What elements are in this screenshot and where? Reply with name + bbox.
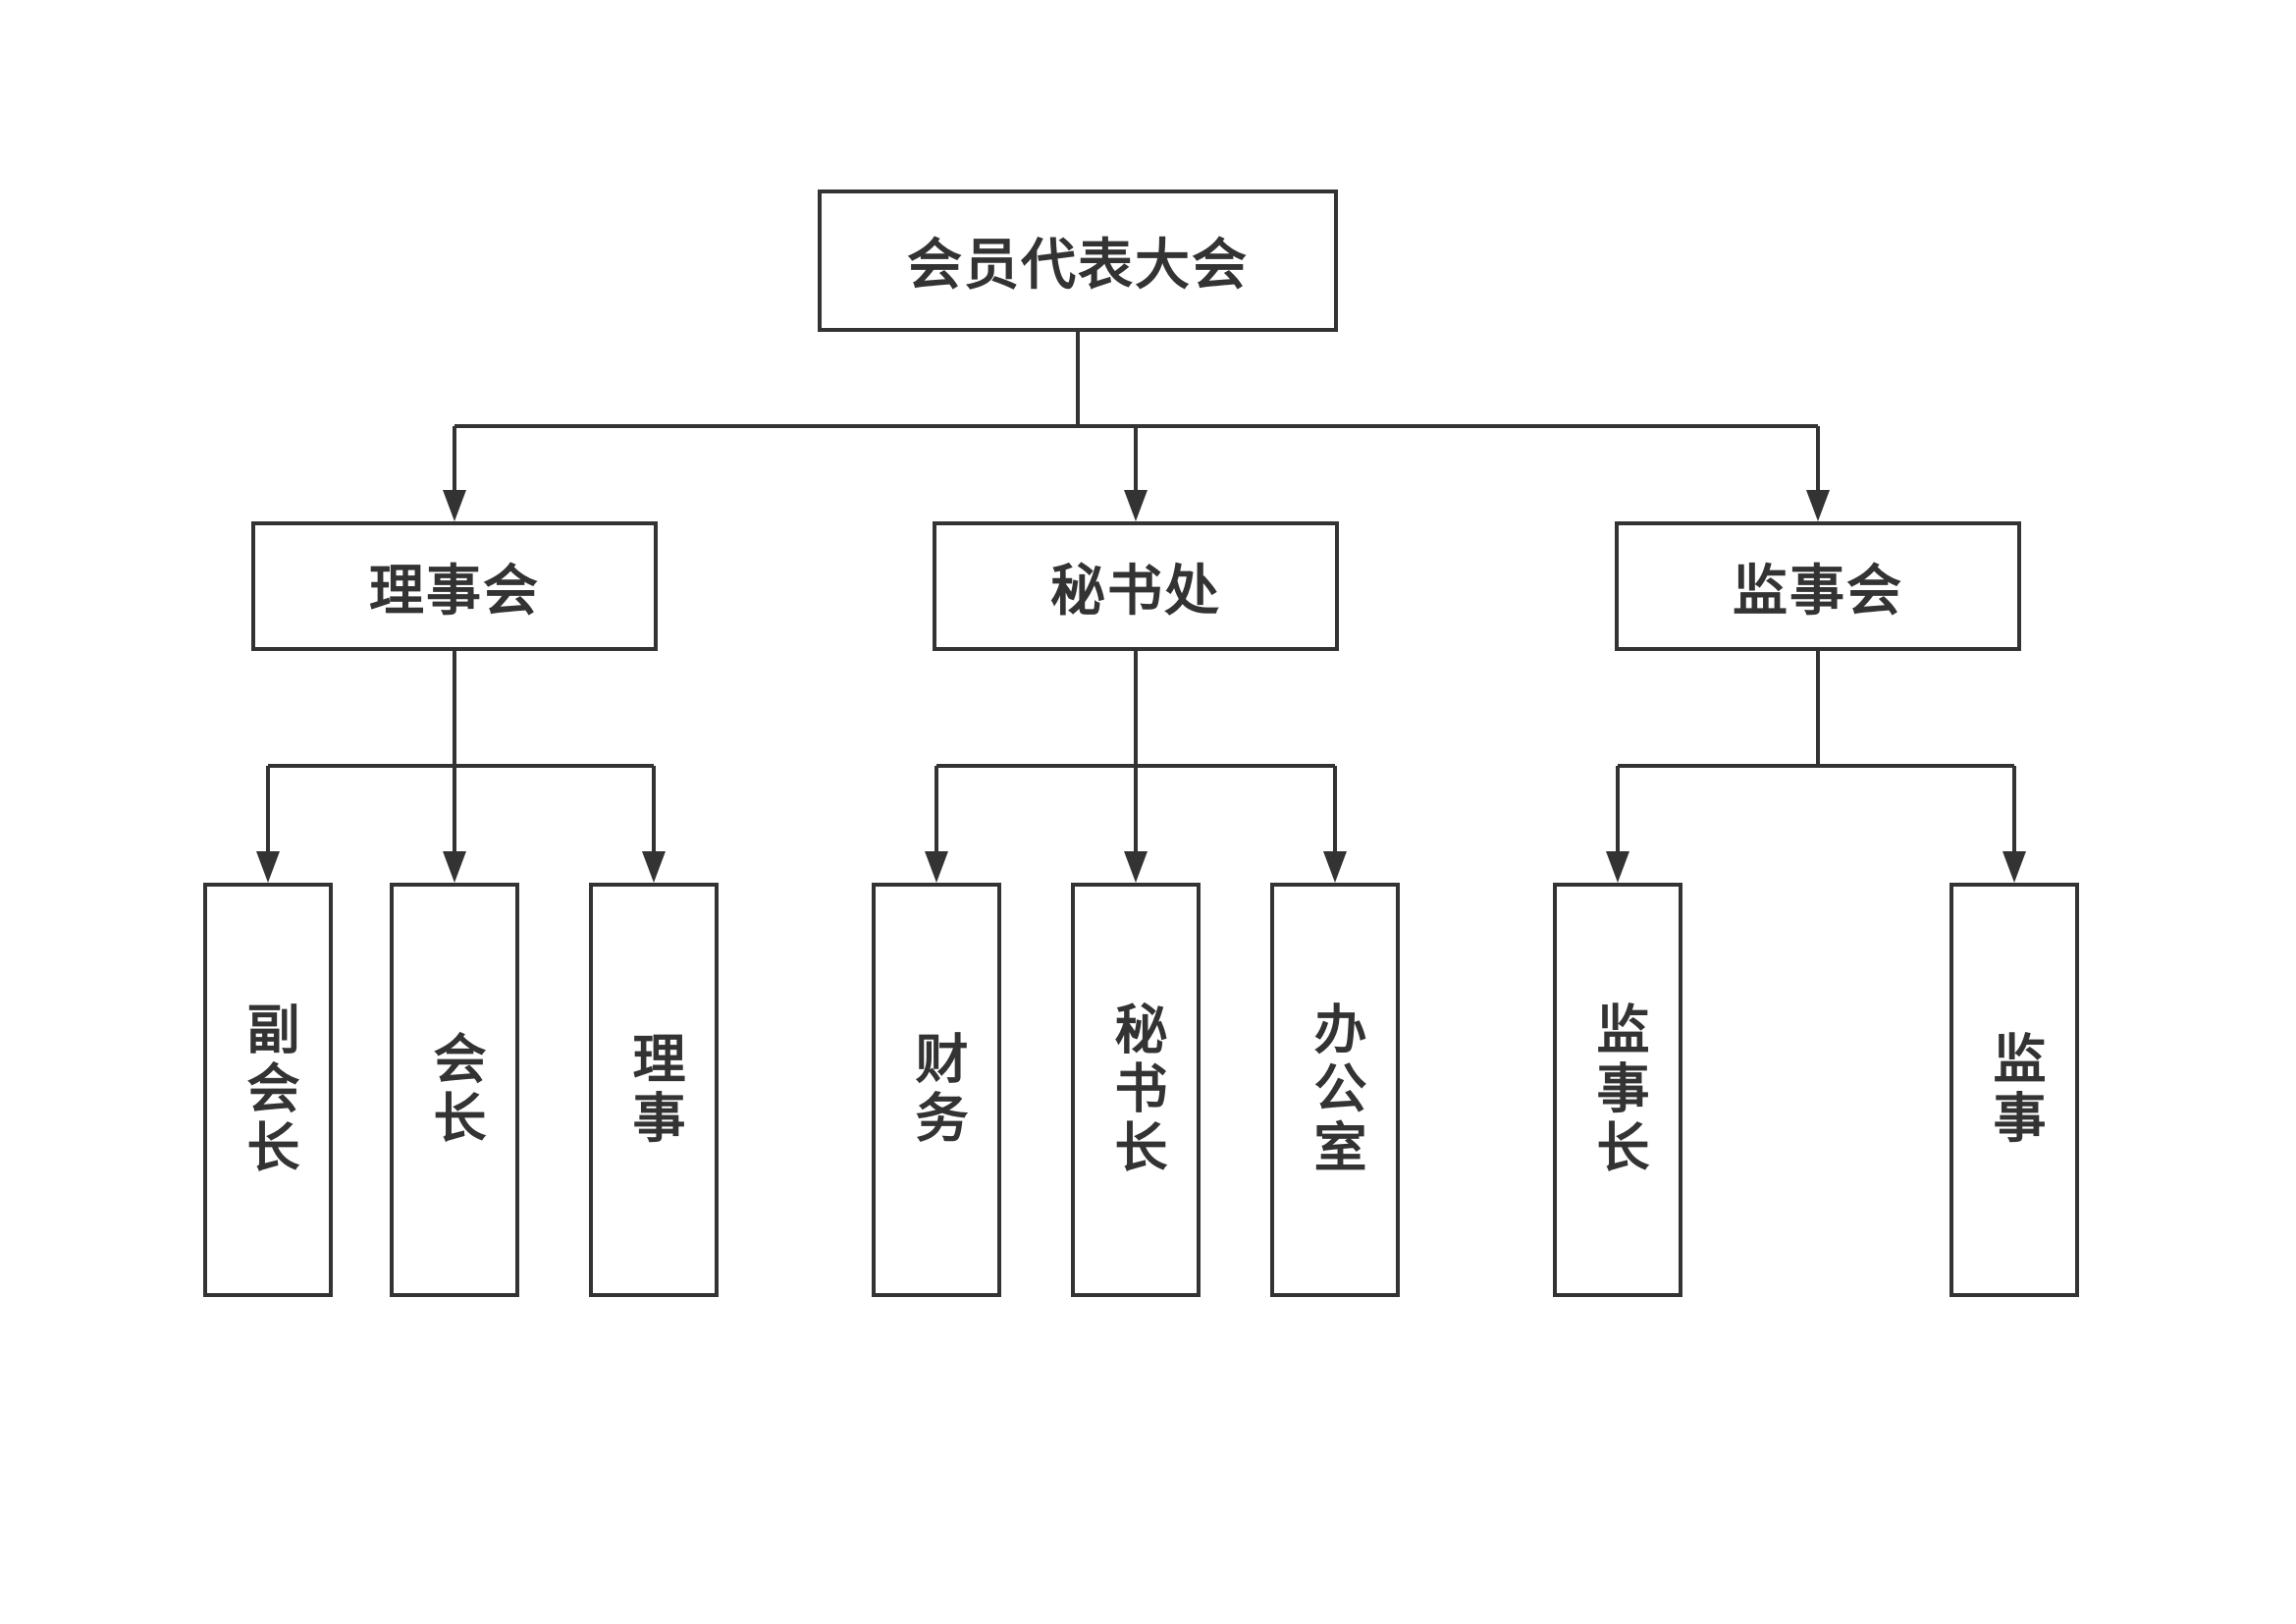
leaf-box-vice-president: 副会长 [203, 883, 333, 1297]
leaf-label: 办公室 [1305, 1001, 1366, 1178]
leaf-box-supervisor: 监事 [1949, 883, 2079, 1297]
leaf-label: 财务 [906, 1031, 968, 1149]
branch-arrow-2 [1806, 490, 1830, 521]
leaf-label: 秘书长 [1105, 1001, 1167, 1178]
branch-arrow-0 [443, 490, 466, 521]
leaf-box-president: 会长 [390, 883, 519, 1297]
leaf-arrow-1-1 [1124, 851, 1148, 883]
leaf-arrow-1-2 [1323, 851, 1347, 883]
root-label: 会员代表大会 [907, 234, 1249, 298]
leaf-box-finance: 财务 [872, 883, 1001, 1297]
leaf-arrow-1-0 [925, 851, 948, 883]
branch-arrow-1 [1124, 490, 1148, 521]
branch-label-supervisory: 监事会 [1733, 559, 1903, 623]
leaf-arrow-0-0 [256, 851, 280, 883]
leaf-box-chief-supervisor: 监事长 [1553, 883, 1682, 1297]
leaf-label: 监事 [1984, 1031, 2046, 1149]
branch-box-secretariat: 秘书处 [933, 521, 1339, 651]
leaf-arrow-0-2 [642, 851, 666, 883]
leaf-arrow-2-1 [2002, 851, 2026, 883]
leaf-label: 理事 [623, 1031, 685, 1149]
branch-label-council: 理事会 [369, 559, 540, 623]
branch-box-council: 理事会 [251, 521, 658, 651]
leaf-box-office: 办公室 [1270, 883, 1400, 1297]
branch-box-supervisory: 监事会 [1615, 521, 2021, 651]
branch-label-secretariat: 秘书处 [1050, 559, 1221, 623]
leaf-arrow-2-0 [1606, 851, 1629, 883]
leaf-arrow-0-1 [443, 851, 466, 883]
leaf-label: 会长 [424, 1031, 486, 1149]
leaf-label: 监事长 [1587, 1001, 1649, 1178]
leaf-box-director: 理事 [589, 883, 719, 1297]
leaf-label: 副会长 [238, 1001, 299, 1178]
root-box: 会员代表大会 [818, 189, 1338, 332]
leaf-box-secretary-general: 秘书长 [1071, 883, 1201, 1297]
